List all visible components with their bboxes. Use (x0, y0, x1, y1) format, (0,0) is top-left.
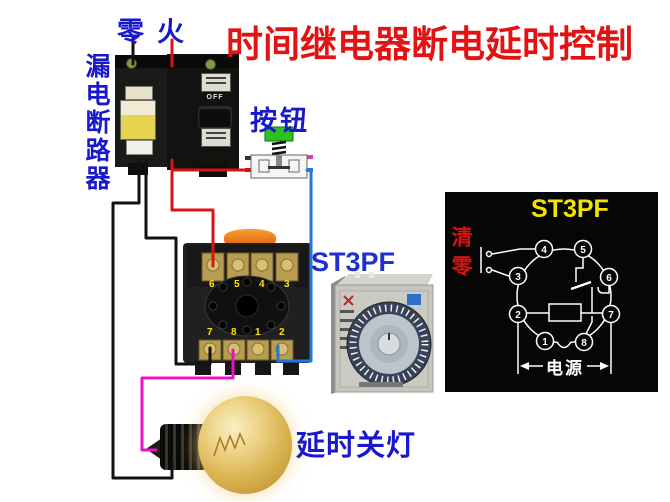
panel-terminal-5: 5 (580, 245, 586, 256)
socket-terminal-number: 4 (259, 279, 265, 290)
panel-terminal-4: 4 (541, 245, 547, 256)
breaker-rating-sticker (120, 100, 156, 140)
panel-terminal-6: 6 (606, 273, 612, 284)
panel-terminal-8: 8 (581, 338, 587, 349)
push-button-cap (264, 126, 294, 142)
reset-label: 清零 (449, 226, 472, 284)
timer-device-graphic (331, 272, 434, 394)
breaker-off-text: OFF (206, 94, 224, 101)
push-button-spring (271, 140, 287, 156)
relay-socket: 6 5 4 3 7 8 1 2 (183, 243, 312, 377)
panel-terminal-1: 1 (542, 337, 548, 348)
socket-terminal-number: 8 (231, 327, 237, 338)
timer-relay-device (331, 272, 439, 394)
breaker-sticker (126, 140, 153, 155)
timer-label: ST3PF (311, 247, 396, 277)
neutral-to-bulb-wire (111, 158, 174, 480)
panel-title: ST3PF (531, 195, 609, 223)
wiring-panel: ST3PF 清零 (445, 192, 658, 392)
brand-logo-icon (343, 295, 354, 306)
socket8-to-bulb-wire (140, 348, 235, 452)
bulb-filament (213, 432, 246, 457)
socket-terminal-number: 2 (279, 327, 285, 338)
panel-terminal-2: 2 (515, 310, 521, 321)
circuit-breaker: OFF (113, 52, 240, 178)
socket-retaining-clip (224, 229, 276, 247)
socket-graphic (183, 243, 312, 375)
power-label: 电源 (546, 359, 584, 378)
socket-terminal-number: 6 (209, 279, 215, 290)
live-to-socket6-wire (170, 158, 215, 268)
button-to-socket2-wire (276, 168, 313, 363)
panel-schematic: 4 5 3 6 2 7 1 8 (480, 239, 621, 374)
socket-terminal-number: 7 (207, 327, 213, 338)
breaker-label: 漏电断路器 (82, 53, 110, 193)
breaker-model-label (201, 73, 231, 92)
panel-terminal-3: 3 (515, 272, 521, 283)
breaker-model-label (201, 128, 231, 147)
terminal-screw (205, 59, 216, 70)
live-wire-label: 火 (157, 17, 184, 47)
socket-terminal-number: 3 (284, 279, 290, 290)
page-title: 时间继电器断电延时控制 (226, 24, 633, 65)
neutral-wire-label: 零 (117, 17, 144, 47)
push-button-label: 按钮 (250, 106, 310, 136)
breaker-toggle (198, 106, 232, 128)
neutral-to-socket7-wire (144, 158, 212, 366)
bulb-label: 延时关灯 (296, 430, 417, 462)
push-button (245, 126, 313, 179)
breaker-sticker (125, 86, 153, 100)
panel-terminal-7: 7 (608, 310, 614, 321)
socket-terminal-number: 1 (255, 327, 261, 338)
blue-badge (407, 294, 421, 305)
socket-terminal-number: 5 (234, 279, 240, 290)
